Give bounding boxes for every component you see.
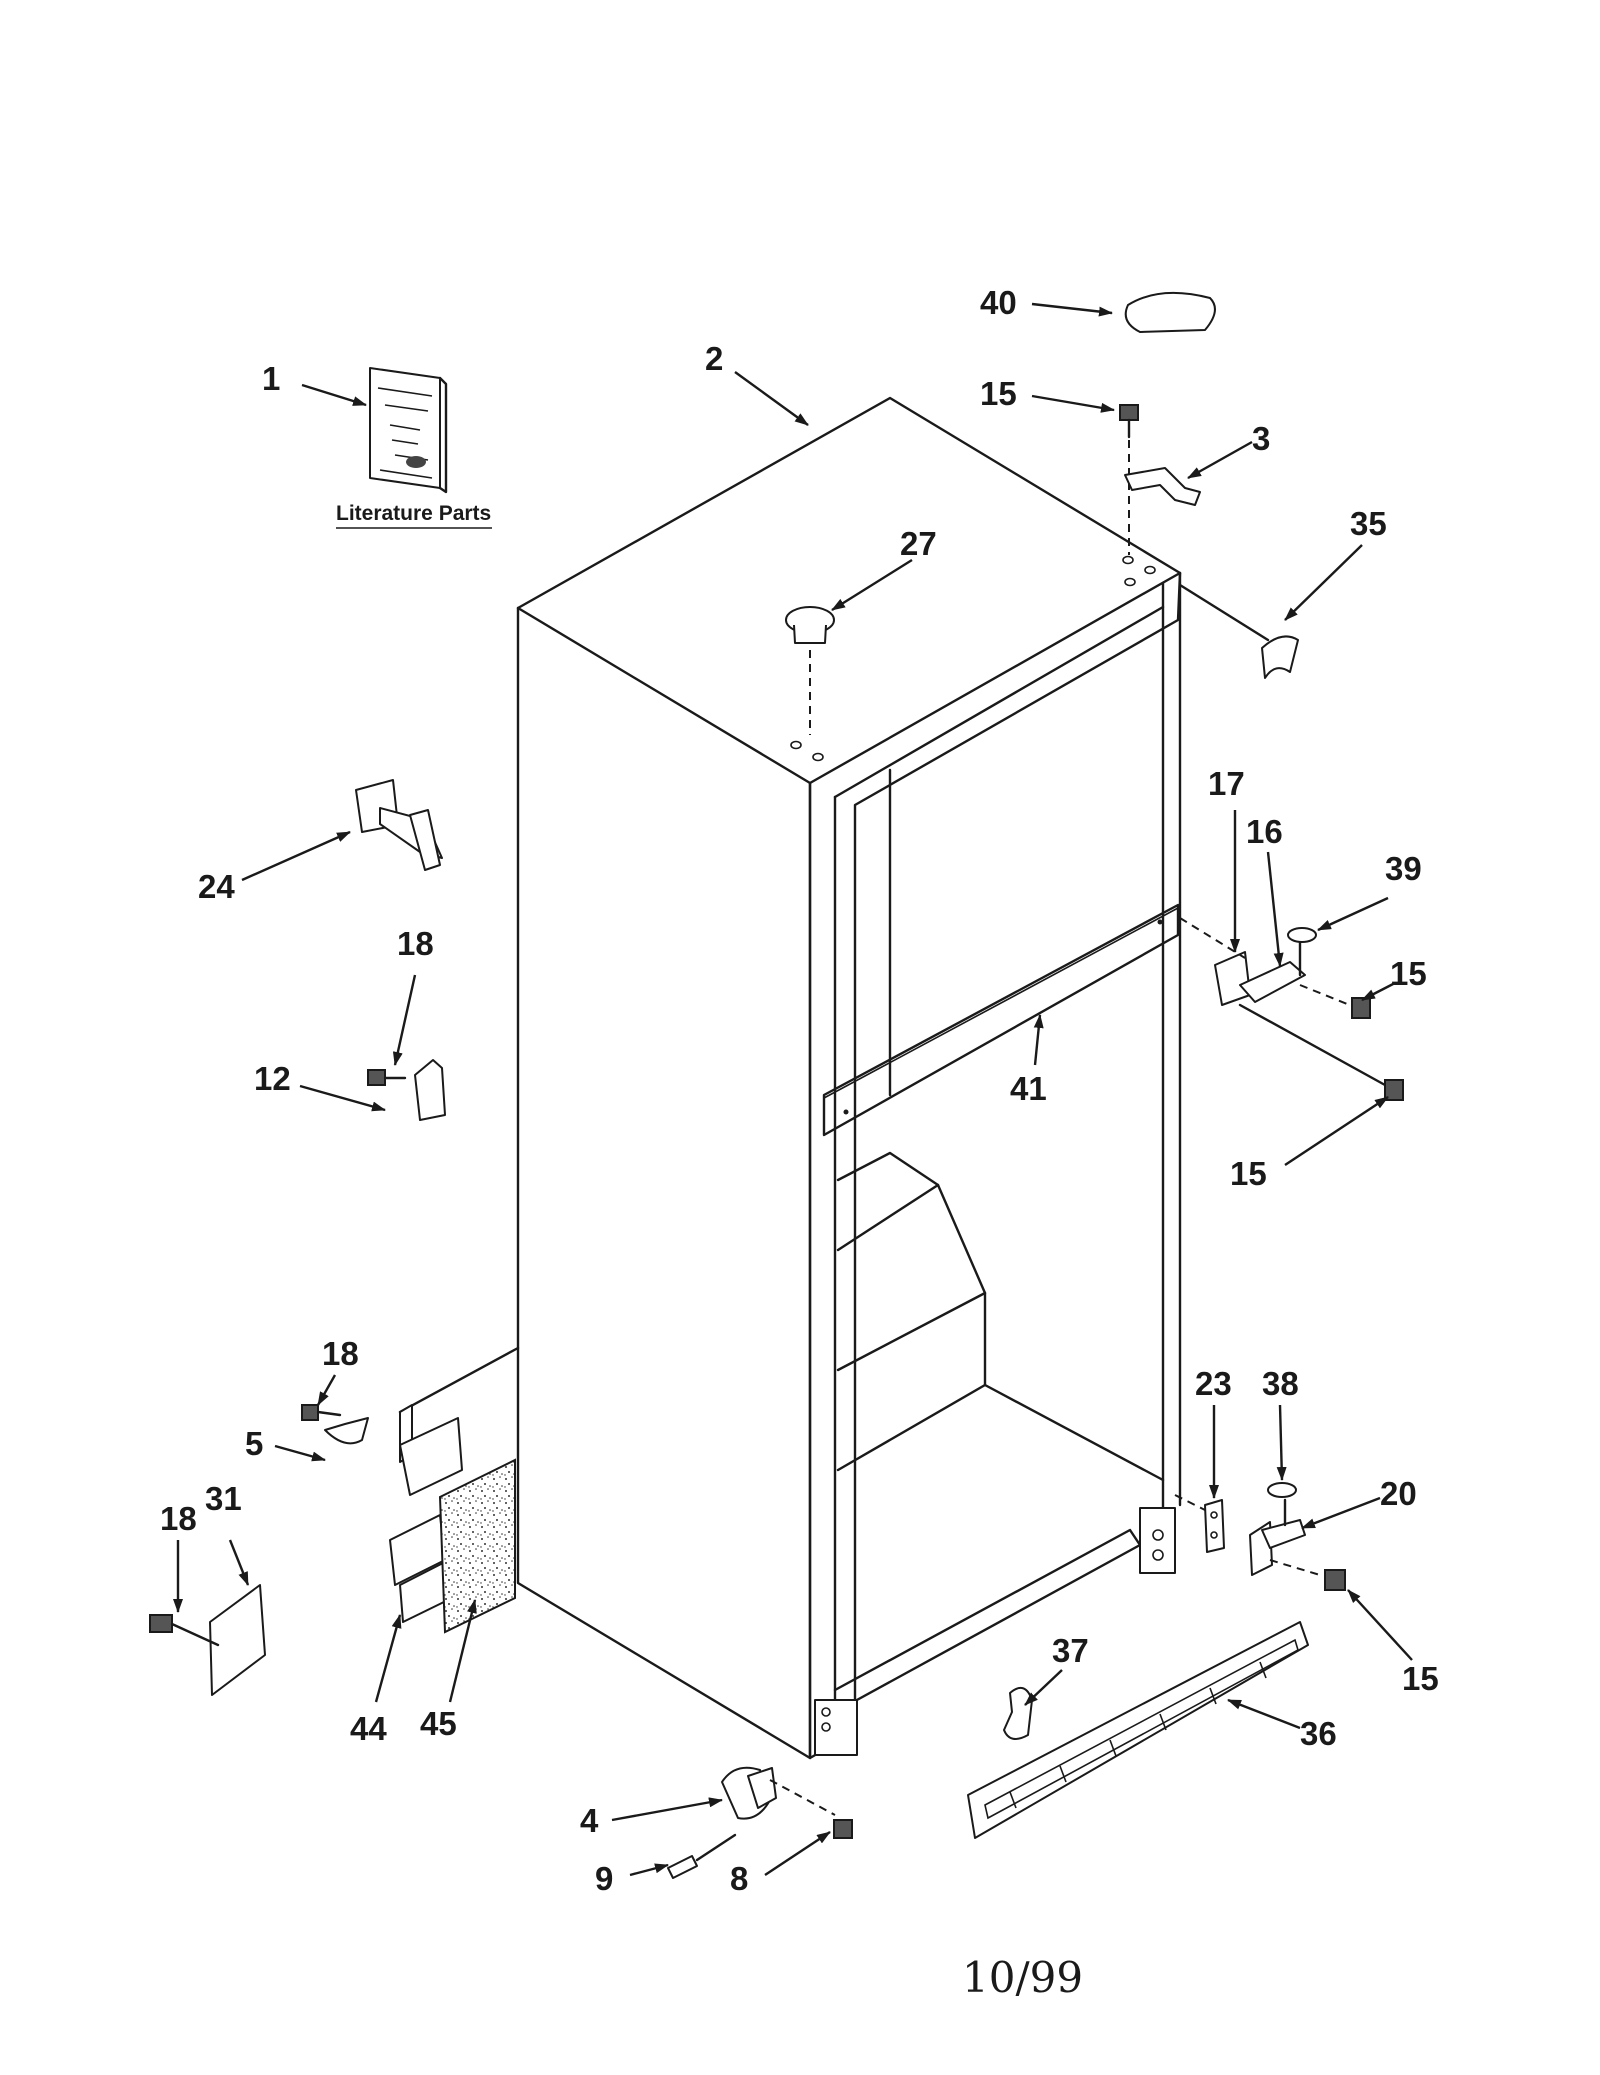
callout-2: 2 <box>705 340 723 377</box>
mid-hinge-assembly-17-16 <box>1214 927 1317 1006</box>
callout-17: 17 <box>1208 765 1245 802</box>
cabinet <box>516 396 1182 1760</box>
callout-40: 40 <box>980 284 1017 321</box>
pin-part-9 <box>667 1855 698 1879</box>
literature-caption: Literature Parts <box>336 502 491 525</box>
screw-part-15-mid <box>1351 997 1371 1019</box>
callout-3: 3 <box>1252 420 1270 457</box>
door-hinge-part-12 <box>367 1059 446 1121</box>
callout-35: 35 <box>1350 505 1387 542</box>
callout-20: 20 <box>1380 1475 1417 1512</box>
footer-date-code: 10/99 <box>962 1953 1083 2002</box>
callout-18-upper: 18 <box>397 925 434 962</box>
screw-part-15-top <box>1119 404 1139 439</box>
washer-part-38 <box>1267 1482 1297 1498</box>
roller-part-4 <box>721 1766 777 1820</box>
callout-24: 24 <box>198 868 235 905</box>
callout-31: 31 <box>205 1480 242 1517</box>
bottom-hinge-part-20 <box>1249 1498 1306 1576</box>
leader-arrows <box>173 302 1413 1877</box>
insulation-pad-part-45 <box>438 1458 516 1634</box>
callout-45: 45 <box>420 1705 457 1742</box>
clip-part-37 <box>1003 1686 1033 1740</box>
plug-part-27 <box>785 606 835 644</box>
cover-part-31 <box>149 1584 266 1696</box>
hinge-cover-part-40 <box>1124 291 1216 333</box>
callout-15-mid: 15 <box>1390 955 1427 992</box>
callout-5: 5 <box>245 1425 263 1462</box>
callout-18-mid: 18 <box>322 1335 359 1372</box>
kick-bracket-part-44 <box>389 1346 520 1623</box>
callout-39: 39 <box>1385 850 1422 887</box>
callout-8: 8 <box>730 1860 748 1897</box>
callout-16: 16 <box>1246 813 1283 850</box>
callout-38: 38 <box>1262 1365 1299 1402</box>
top-hinge-part-3 <box>1124 467 1201 506</box>
callout-labels: 1 2 40 15 3 35 27 24 17 16 39 15 18 12 4… <box>160 284 1439 1897</box>
literature-booklet <box>369 367 448 494</box>
shim-part-35 <box>1261 635 1299 679</box>
callout-15-bottom: 15 <box>1402 1660 1439 1697</box>
callout-15-top: 15 <box>980 375 1017 412</box>
callout-9: 9 <box>595 1860 613 1897</box>
callout-44: 44 <box>350 1710 387 1747</box>
callout-4: 4 <box>580 1802 599 1839</box>
callout-12: 12 <box>254 1060 291 1097</box>
callout-15-lower: 15 <box>1230 1155 1267 1192</box>
callout-41: 41 <box>1010 1070 1047 1107</box>
callout-27: 27 <box>900 525 937 562</box>
door-stop-part-24 <box>355 779 443 871</box>
grille-part-36 <box>967 1621 1309 1839</box>
callout-1: 1 <box>262 360 280 397</box>
screw-part-8 <box>833 1819 853 1839</box>
callout-18-lower: 18 <box>160 1500 197 1537</box>
screw-part-15-bottom <box>1324 1569 1346 1591</box>
callout-37: 37 <box>1052 1632 1089 1669</box>
shim-part-23 <box>1204 1499 1225 1553</box>
clamp-part-5 <box>301 1404 369 1445</box>
callout-36: 36 <box>1300 1715 1337 1752</box>
screw-part-15-lower <box>1384 1079 1404 1101</box>
callout-23: 23 <box>1195 1365 1232 1402</box>
